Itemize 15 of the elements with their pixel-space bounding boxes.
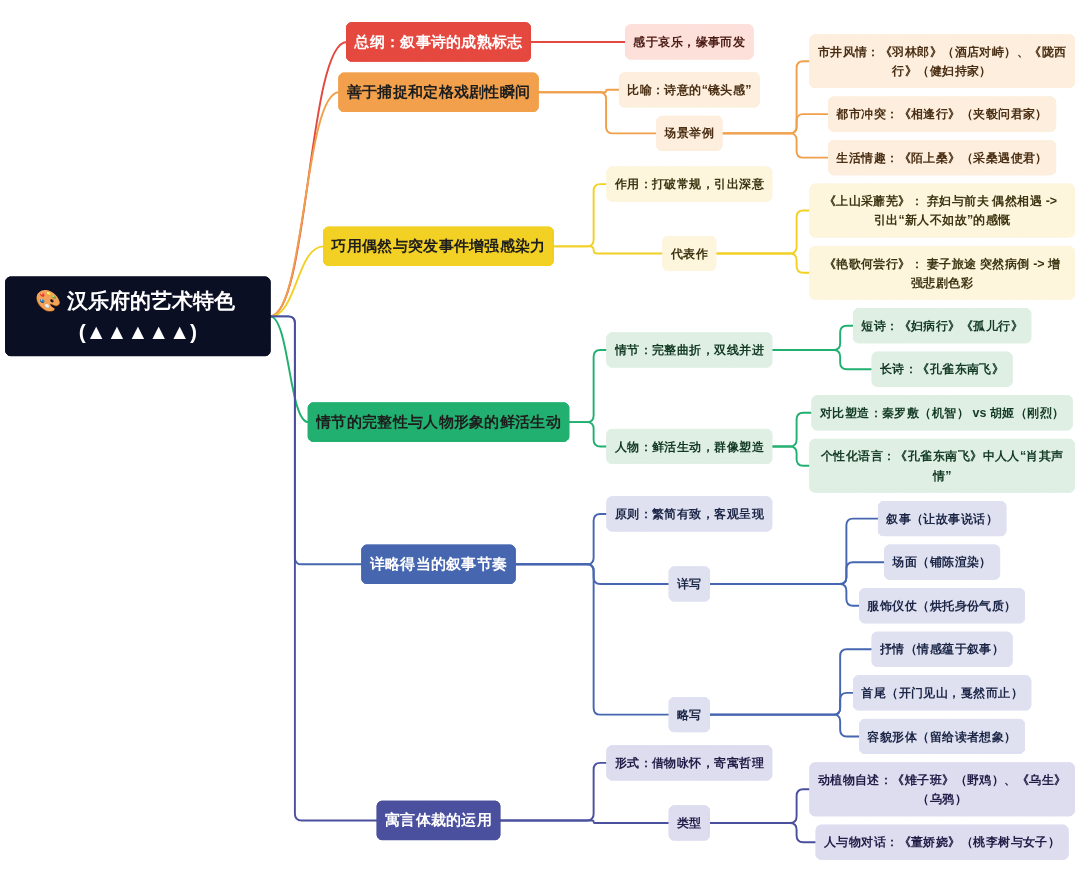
connector — [567, 421, 608, 448]
connector — [708, 713, 861, 738]
connector — [529, 40, 627, 43]
connector — [770, 349, 874, 371]
connector — [708, 822, 818, 844]
connector — [498, 819, 671, 824]
connector — [770, 445, 811, 467]
connector — [514, 563, 671, 716]
connector — [552, 245, 664, 255]
connector — [269, 315, 310, 424]
connector — [720, 132, 830, 159]
connector — [708, 583, 861, 607]
connector — [269, 315, 379, 822]
connector — [714, 252, 811, 274]
connector — [537, 91, 658, 135]
